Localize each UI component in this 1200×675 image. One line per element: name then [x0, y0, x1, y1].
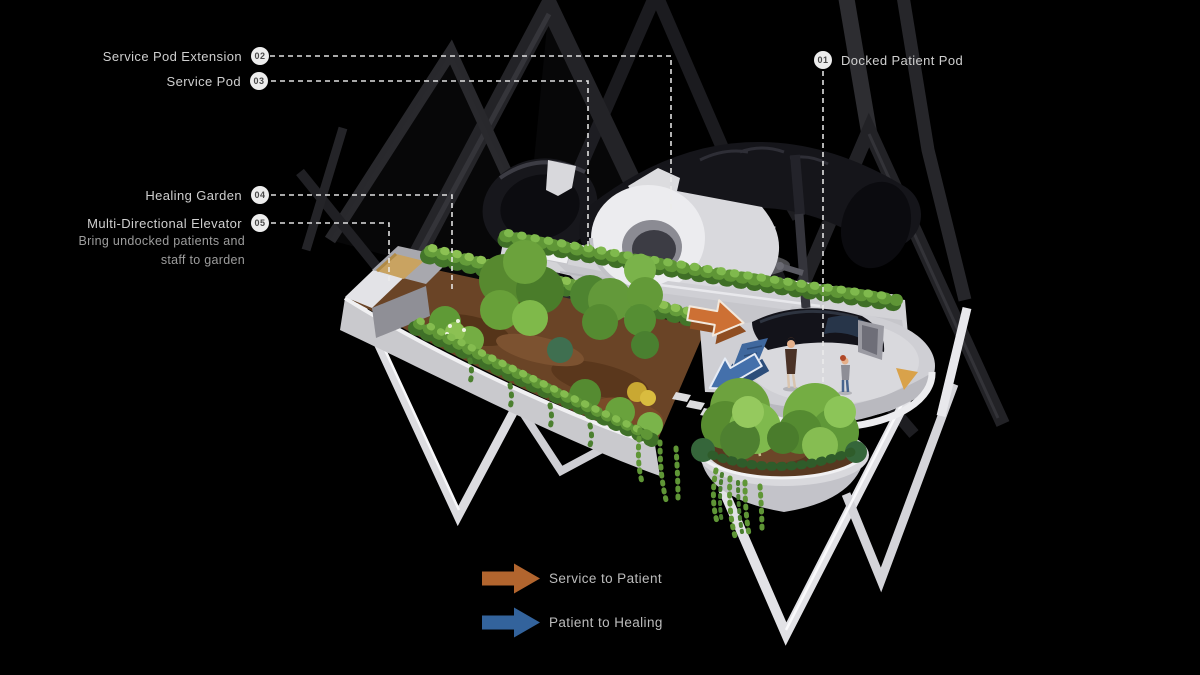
person-figure-adult: [783, 337, 799, 392]
service-pod-shells: [482, 142, 921, 269]
legend-label: Patient to Healing: [549, 615, 663, 630]
docked-patient-pod-shape: [752, 308, 885, 352]
service-to-patient-arrow-icon: [482, 563, 540, 594]
hanging-planter: [691, 378, 869, 543]
leader-line-service-pod-extension: [270, 55, 672, 210]
callout-docked-patient-pod: 01 Docked Patient Pod: [814, 51, 963, 69]
legend-row-patient-to-healing: Patient to Healing: [482, 607, 663, 638]
description-line: Bring undocked patients and: [78, 234, 245, 248]
callout-label: Service Pod: [166, 73, 241, 89]
legend-row-service-to-patient: Service to Patient: [482, 563, 663, 594]
callout-number-badge: 05: [251, 214, 269, 232]
callout-label: Docked Patient Pod: [841, 52, 964, 68]
solar-panel: [733, 338, 768, 367]
patient-deck: [700, 308, 936, 431]
callout-service-pod: Service Pod 03: [166, 72, 268, 90]
callout-number-badge: 02: [251, 47, 269, 65]
person-figure-child: [838, 355, 852, 396]
flow-arrows: [686, 299, 770, 395]
service-pod-machine: [589, 154, 828, 322]
callout-number-badge: 01: [814, 51, 832, 69]
callout-label: Service Pod Extension: [102, 48, 242, 64]
leader-line-service-pod: [271, 80, 589, 247]
leader-line-elevator: [271, 222, 390, 283]
callout-label: Multi-Directional Elevator: [87, 215, 242, 231]
healing-garden-plants: [408, 229, 905, 503]
legend-label: Service to Patient: [549, 571, 663, 586]
callout-service-pod-extension: Service Pod Extension 02: [103, 47, 269, 65]
patient-to-healing-flow-arrow: [708, 352, 770, 395]
leader-line-healing-garden: [271, 194, 453, 289]
callout-elevator: Multi-Directional Elevator 05: [87, 214, 269, 232]
support-legs: [354, 299, 972, 646]
flow-legend: Service to Patient Patient to Healing: [482, 563, 663, 651]
patient-to-healing-arrow-icon: [482, 607, 540, 638]
callout-number-badge: 04: [251, 186, 269, 204]
service-to-patient-flow-arrow: [686, 299, 747, 345]
callout-number-badge: 03: [250, 72, 268, 90]
callout-label: Healing Garden: [145, 187, 242, 203]
description-line: staff to garden: [160, 253, 245, 267]
platform: [340, 222, 908, 476]
callout-healing-garden: Healing Garden 04: [145, 186, 269, 204]
callout-elevator-description: Bring undocked patients and staff to gar…: [78, 232, 245, 270]
